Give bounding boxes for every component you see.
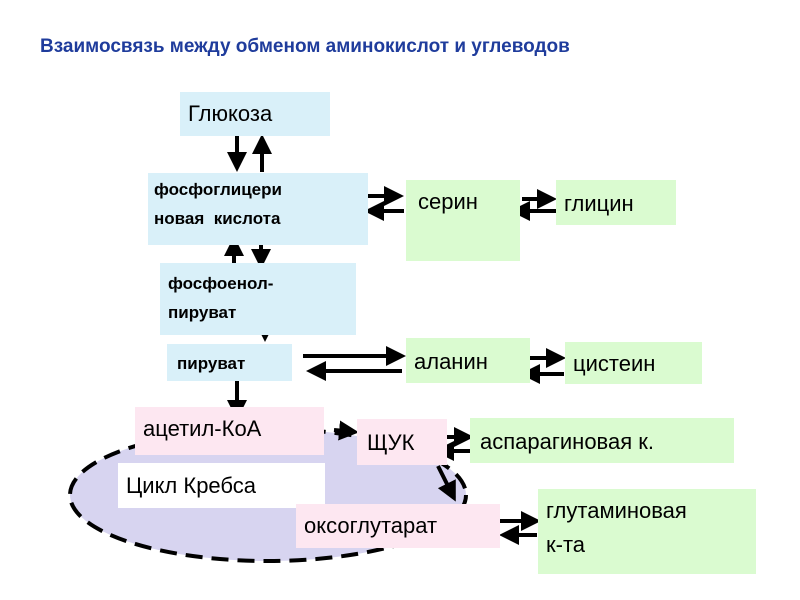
node-krebs: Цикл Кребса [118,463,325,508]
arrow-oaa-oxoglutarate [436,465,456,502]
arrow-acetyl-oaa [333,420,359,441]
node-oaa: ЩУК [357,419,447,465]
page-title: Взаимосвязь между обменом аминокислот и … [40,36,570,57]
node-alanine-label: аланин [414,349,488,374]
node-alanine: аланин [406,338,530,383]
node-cysteine-label: цистеин [573,351,656,376]
node-aspartic-label: аспарагиновая к. [480,429,654,454]
node-pep-line1: фосфоенол- [168,274,274,293]
node-oaa-label: ЩУК [367,430,415,455]
node-pep: фосфоенол- пируват [160,263,356,335]
node-glutamic-line2: к-та [546,531,586,557]
node-oxoglutarate-label: оксоглутарат [304,513,438,538]
node-glutamic: глутаминовая к-та [538,489,756,574]
node-acetyl-coa-label: ацетил-КоА [143,416,262,441]
node-oxoglutarate: оксоглутарат [296,504,500,548]
node-acetyl-coa: ацетил-КоА [135,407,324,455]
node-serine: серин [406,180,520,261]
node-glucose-label: Глюкоза [188,101,273,126]
node-phosphoglycerate-line2: новая кислота [154,209,281,229]
node-krebs-label: Цикл Кребса [126,473,257,498]
node-glycine-label: глицин [564,191,634,216]
node-phosphoglycerate-line1: фосфоглицери [154,180,282,199]
node-pyruvate: пируват [167,344,292,381]
node-glucose: Глюкоза [180,92,330,136]
node-aspartic: аспарагиновая к. [470,418,734,463]
node-serine-label: серин [418,189,478,214]
node-pyruvate-label: пируват [177,354,246,373]
node-glycine: глицин [556,180,676,225]
node-glutamic-line1: глутаминовая [546,498,687,523]
node-pep-line2: пируват [168,303,237,323]
node-cysteine: цистеин [565,342,702,384]
node-phosphoglycerate: фосфоглицери новая кислота [148,173,368,245]
